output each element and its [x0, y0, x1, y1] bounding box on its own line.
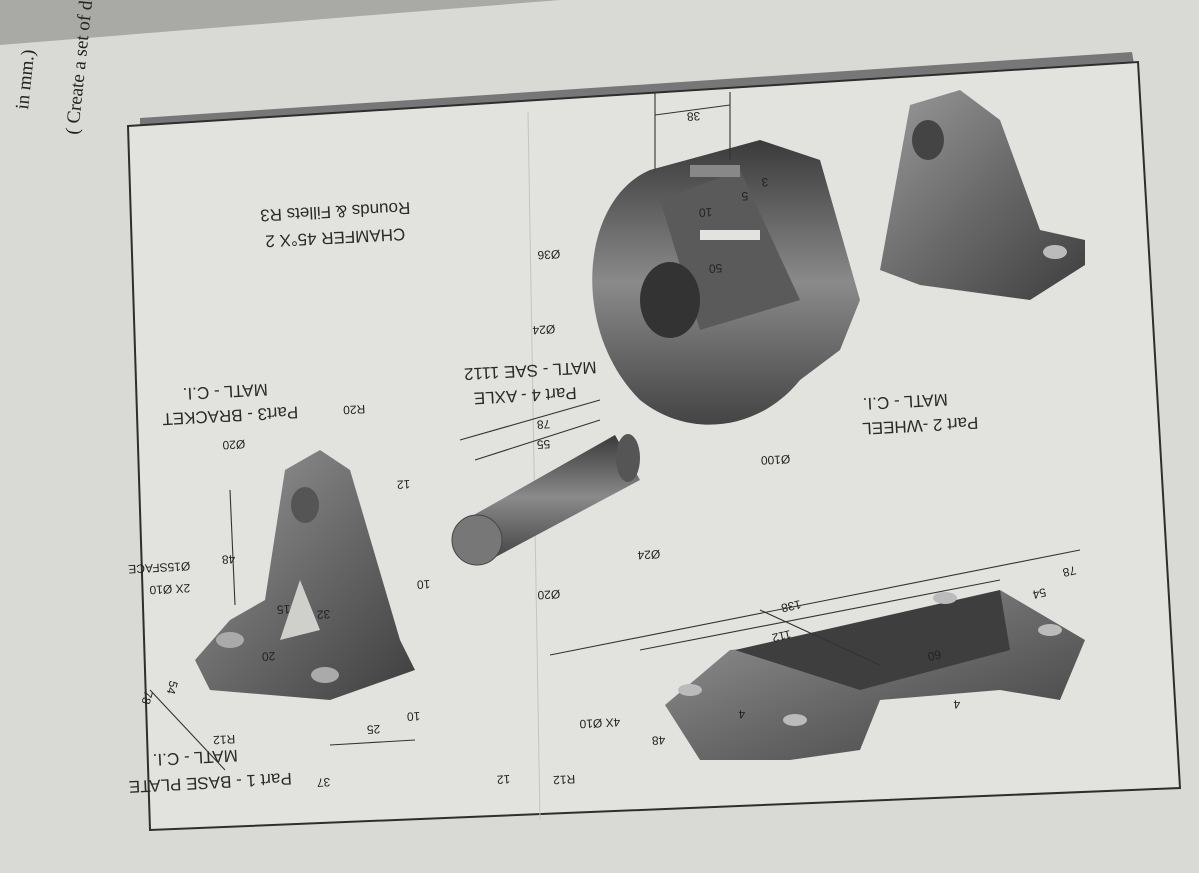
dim-axle-2: 55	[536, 437, 550, 452]
bracket-material: MATL - C.I.	[182, 380, 268, 403]
bracket-mount-hole	[311, 667, 339, 683]
dimension-line	[549, 549, 1081, 656]
wheel-groove	[700, 230, 760, 240]
dim-bracket-9: 10	[416, 577, 430, 592]
base-plate-hole	[1038, 624, 1062, 636]
bracket-body	[195, 450, 415, 700]
dim-wheel-2: Ø36	[537, 247, 561, 262]
dim-base-3: 4	[738, 707, 746, 721]
dim-bracket-15: R20	[343, 402, 366, 417]
dim-bracket-1: 37	[316, 775, 330, 790]
axle-end-face	[451, 514, 503, 566]
dimension-line	[329, 739, 416, 746]
panel-divider	[527, 111, 541, 821]
axle-part	[451, 434, 640, 566]
dimension-line	[639, 579, 1001, 651]
dim-base-4: 4X Ø10	[579, 715, 621, 731]
bracket-part	[195, 450, 415, 700]
dim-bracket-3: 10	[406, 709, 420, 724]
bracket-preview	[880, 90, 1085, 300]
dimension-line	[229, 489, 236, 606]
dim-wheel-0: Ø100	[760, 452, 790, 468]
dimension-values: Ø100 Ø24 Ø36 50 10 5 3 38 Ø20 Ø24 55 78 …	[128, 109, 1078, 790]
dim-base-2: 48	[651, 733, 665, 748]
base-plate-hole	[933, 592, 957, 604]
dim-bracket-14: Ø20	[222, 437, 246, 452]
dim-base-8: 54	[1031, 585, 1047, 602]
bracket-preview-hole	[912, 120, 944, 160]
dim-wheel-7: 38	[686, 109, 700, 124]
bracket-mount-hole	[216, 632, 244, 648]
dim-wheel-6: 3	[761, 175, 769, 189]
dimension-line	[474, 419, 601, 461]
base-plate-raised-pad	[735, 590, 1010, 690]
dimension-lines	[149, 92, 1081, 771]
axle-shaft	[465, 435, 640, 560]
dim-base-5: 112	[770, 627, 792, 645]
dim-base-1: R12	[553, 772, 576, 787]
dim-base-7: 60	[926, 647, 942, 664]
dim-axle-1: Ø24	[637, 547, 661, 562]
base-plate-material: MATL - C.I.	[152, 746, 238, 769]
dim-bracket-2: 25	[366, 722, 380, 737]
dim-bracket-0: R12	[213, 732, 236, 747]
dim-bracket-4: 78	[139, 689, 156, 706]
bracket-web-cutout	[280, 580, 320, 640]
dim-bracket-5: 54	[164, 679, 181, 696]
dimension-line	[149, 689, 226, 771]
dimension-line	[759, 609, 881, 666]
dim-base-6: 138	[779, 597, 802, 615]
base-plate-hole	[678, 684, 702, 696]
dim-base-9: 78	[1061, 563, 1077, 580]
dim-bracket-12: 2X Ø10	[149, 581, 191, 597]
dim-bracket-13: Ø15SFACE	[128, 559, 191, 576]
dim-bracket-7: 32	[316, 607, 330, 622]
dim-axle-3: 78	[536, 417, 550, 432]
wheel-rim-edge	[690, 165, 740, 177]
wheel-part	[592, 140, 860, 425]
dimension-line	[459, 399, 601, 441]
bracket-preview-base-hole	[1043, 245, 1067, 259]
dim-base-0: 12	[496, 772, 510, 787]
dimension-line	[654, 104, 731, 116]
dim-bracket-6: 20	[261, 649, 275, 664]
base-plate-hole	[783, 714, 807, 726]
dim-base-10: 4	[953, 697, 961, 711]
dim-bracket-8: 15	[276, 602, 290, 617]
dim-wheel-1: Ø24	[532, 322, 556, 337]
dim-wheel-3: 50	[708, 261, 722, 276]
wheel-material: MATL - C.I.	[862, 390, 948, 413]
dim-bracket-11: 48	[221, 552, 235, 567]
bracket-pin-hole	[291, 487, 319, 523]
page-shadow	[0, 0, 560, 45]
dim-wheel-5: 5	[741, 189, 749, 203]
dim-wheel-4: 10	[698, 205, 712, 220]
base-plate-part	[665, 590, 1085, 760]
axle-far-end	[616, 434, 640, 482]
dim-bracket-10: 12	[396, 477, 410, 492]
wheel-bore	[640, 262, 700, 338]
dim-axle-0: Ø20	[537, 587, 561, 602]
